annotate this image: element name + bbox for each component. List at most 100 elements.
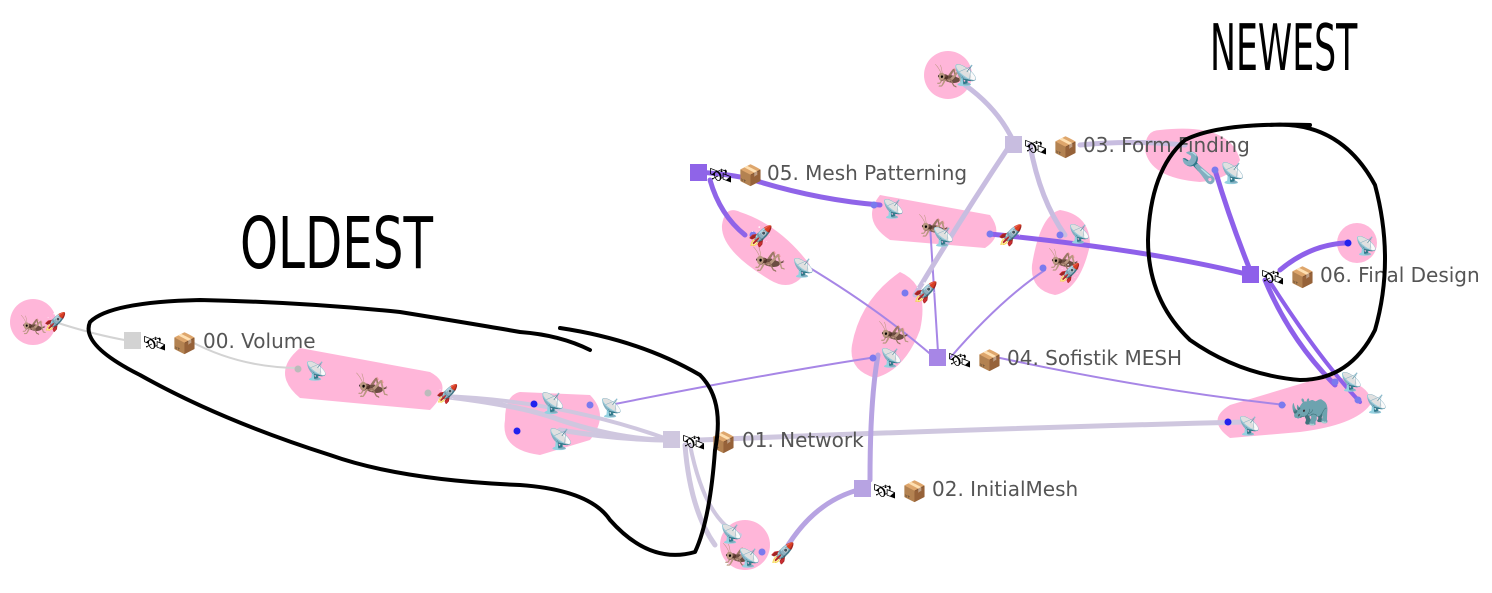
rocket-icon: 🚀 — [436, 383, 458, 405]
client-blob-formfinding — [1031, 210, 1090, 295]
stream-square — [854, 480, 871, 497]
stream-node-sofistik[interactable]: 🛰 📦 04. Sofistik MESH — [929, 346, 1182, 372]
stream-square — [663, 431, 680, 448]
satellite-icon: 🛰 — [1260, 265, 1285, 289]
antenna-icon: 📡 — [880, 346, 902, 369]
antenna-icon: 📡 — [305, 359, 327, 382]
edge-volume-out — [189, 340, 301, 369]
edge-network-down-a — [682, 442, 718, 548]
port-dot — [1211, 166, 1219, 174]
grasshopper-icon: 🦗 — [918, 210, 950, 240]
client-blob-volume-network — [285, 348, 443, 410]
rocket-icon: 🚀 — [748, 224, 773, 248]
satellite-icon: 🛰 — [1023, 135, 1048, 159]
client-blob-top — [924, 51, 972, 99]
edge-initial-up — [867, 352, 881, 483]
grasshopper-icon: 🦗 — [1048, 244, 1080, 274]
stream-node-finaldesign[interactable]: 🛰 📦 06. Final Design — [1242, 263, 1480, 289]
edge-group-sofistik — [609, 357, 871, 406]
port-dot — [586, 401, 594, 409]
stream-square — [929, 349, 946, 366]
port-dot — [1278, 401, 1286, 409]
antenna-icon: 📡 — [953, 62, 978, 87]
stream-node-patterning[interactable]: 🛰 📦 05. Mesh Patterning — [690, 161, 967, 187]
edge-sofistik-up — [912, 142, 1013, 298]
rhino-icon: 🦏 — [1290, 390, 1330, 428]
package-icon: 📦 — [1053, 135, 1078, 159]
edge-network-rhino — [697, 419, 1248, 443]
antenna-icon: 📡 — [1355, 234, 1377, 257]
antenna-icon: 📡 — [540, 390, 565, 415]
edge-formfinding-right — [1077, 140, 1188, 148]
edge-formfinding-final — [1212, 167, 1253, 273]
antenna-icon: 📡 — [738, 546, 760, 569]
edge-sofistik-formfinding — [949, 269, 1046, 359]
package-icon: 📦 — [1290, 265, 1315, 289]
wrench-icon: 🔧 — [1180, 149, 1217, 186]
rocket-icon: 🚀 — [44, 311, 66, 333]
antenna-icon: 📡 — [792, 256, 814, 279]
edge-mesh-initial — [782, 486, 865, 553]
edge-volume-network-b — [438, 394, 672, 442]
port-dot — [749, 231, 757, 239]
antenna-icon: 📡 — [1238, 414, 1260, 437]
antenna-icon: 📡 — [600, 396, 622, 419]
stream-square — [1005, 136, 1022, 153]
grasshopper-icon: 🦗 — [20, 312, 47, 337]
edge-patterning-down — [707, 177, 748, 238]
stream-square — [690, 164, 707, 181]
port-dot — [1039, 264, 1047, 272]
stream-label: 04. Sofistik MESH — [1007, 346, 1182, 370]
antenna-icon: 📡 — [720, 522, 742, 545]
grasshopper-icon: 🦗 — [355, 367, 390, 400]
port-dot — [424, 389, 432, 397]
antenna-icon: 📡 — [1340, 370, 1362, 393]
port-dot — [1056, 231, 1064, 239]
port-dot — [986, 230, 994, 238]
stream-label: 01. Network — [742, 428, 864, 452]
stream-square — [124, 332, 141, 349]
stream-label: 06. Final Design — [1320, 263, 1480, 287]
edge-patterning-across — [757, 179, 883, 208]
oldest-outline — [86, 298, 720, 557]
stream-node-network[interactable]: 🛰 📦 01. Network — [663, 428, 864, 454]
antenna-icon: 📡 — [1365, 392, 1387, 415]
rocket-icon: 🚀 — [770, 541, 795, 565]
port-dot — [758, 548, 766, 556]
port-dot — [1344, 239, 1352, 247]
edge-final-top — [1277, 240, 1348, 273]
package-icon: 📦 — [172, 331, 197, 355]
edge-source-volume — [54, 321, 131, 342]
stream-label: 02. InitialMesh — [932, 477, 1078, 501]
grasshopper-icon: 🦗 — [722, 539, 754, 569]
port-dot — [294, 365, 302, 373]
port-dot — [869, 354, 877, 362]
stream-node-initialmesh[interactable]: 🛰 📦 02. InitialMesh — [854, 477, 1078, 503]
package-icon: 📦 — [977, 348, 1002, 372]
oldest-label: OLDEST — [240, 202, 434, 285]
stream-node-formfinding[interactable]: 🛰 📦 03. Form Finding — [1005, 133, 1250, 159]
rocket-icon: 🚀 — [1058, 262, 1080, 284]
port-dot — [870, 201, 878, 209]
client-blob-final-top — [1337, 223, 1377, 263]
stream-node-volume[interactable]: 🛰 📦 00. Volume — [124, 329, 316, 355]
antenna-icon: 📡 — [1220, 160, 1245, 185]
client-blob-rhino — [1217, 375, 1371, 438]
edge-sofistik-rhino — [999, 357, 1286, 406]
antenna-icon: 📡 — [548, 426, 573, 451]
satellite-icon: 🛰 — [681, 430, 706, 454]
stream-square — [1242, 266, 1259, 283]
edge-patterning-b-sofistik — [929, 224, 939, 353]
satellite-icon: 🛰 — [142, 331, 167, 355]
client-blob-volume-source — [10, 299, 56, 345]
client-blob-network-group — [504, 392, 600, 455]
satellite-icon: 🛰 — [872, 479, 897, 503]
port-dot — [1224, 418, 1232, 426]
antenna-icon: 📡 — [882, 197, 904, 220]
client-blob-patterning-a — [721, 210, 810, 285]
antenna-icon: 📡 — [932, 225, 954, 248]
package-icon: 📦 — [902, 479, 927, 503]
stream-label: 03. Form Finding — [1083, 133, 1250, 157]
grasshopper-icon: 🦗 — [752, 241, 787, 274]
